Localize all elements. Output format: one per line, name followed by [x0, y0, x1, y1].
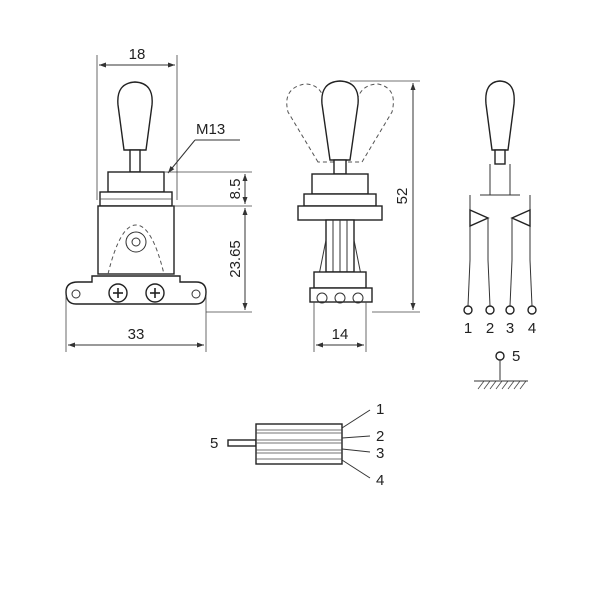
side-lever	[321, 80, 359, 161]
dim-total-height: 52	[394, 188, 411, 205]
terminal-2	[485, 305, 495, 315]
dim-side-width: 14	[332, 326, 349, 343]
cable-wire-label-1: 1	[376, 401, 384, 418]
side-nut	[303, 193, 377, 207]
terminal-3	[505, 305, 515, 315]
pin-label-3: 3	[506, 320, 514, 337]
front-body	[97, 205, 175, 275]
front-bushing	[107, 171, 165, 193]
side-view: 52 14	[286, 80, 420, 352]
front-lever-tip	[117, 81, 153, 151]
dim-thread: M13	[196, 121, 225, 138]
front-mounting-plate	[65, 275, 207, 305]
pin-label-4: 4	[528, 320, 536, 337]
side-lever-ghost-right	[345, 83, 394, 163]
pin-label-2: 2	[486, 320, 494, 337]
dim-bushing-height: 8.5	[227, 179, 244, 200]
pin-label-1: 1	[464, 320, 472, 337]
terminal-5	[495, 351, 505, 361]
pin-label-5: 5	[512, 348, 520, 365]
dim-total-width: 33	[128, 326, 145, 343]
wiring-schematic: 1 2 3 4 5	[463, 80, 537, 390]
cable-shield-wire	[227, 439, 257, 447]
front-screw-left	[108, 283, 128, 303]
front-view: 18 M13 8.5 23.65 33	[65, 46, 252, 352]
side-plate	[297, 205, 383, 221]
schematic-lever	[485, 80, 515, 151]
terminal-1	[463, 305, 473, 315]
cable-wire-label-3: 3	[376, 445, 384, 462]
cable-shield-label: 5	[210, 435, 218, 452]
cable-wire-label-4: 4	[376, 472, 384, 489]
dim-body-height: 23.65	[227, 240, 244, 278]
cable-drawing: 1 2 3 4 5	[210, 401, 384, 489]
front-screw-right	[145, 283, 165, 303]
terminal-4	[527, 305, 537, 315]
dim-width-top: 18	[129, 46, 146, 63]
front-lever-shaft	[129, 149, 141, 173]
cable-bundle	[255, 423, 343, 465]
cable-wire-label-2: 2	[376, 428, 384, 445]
side-bushing	[311, 173, 369, 195]
